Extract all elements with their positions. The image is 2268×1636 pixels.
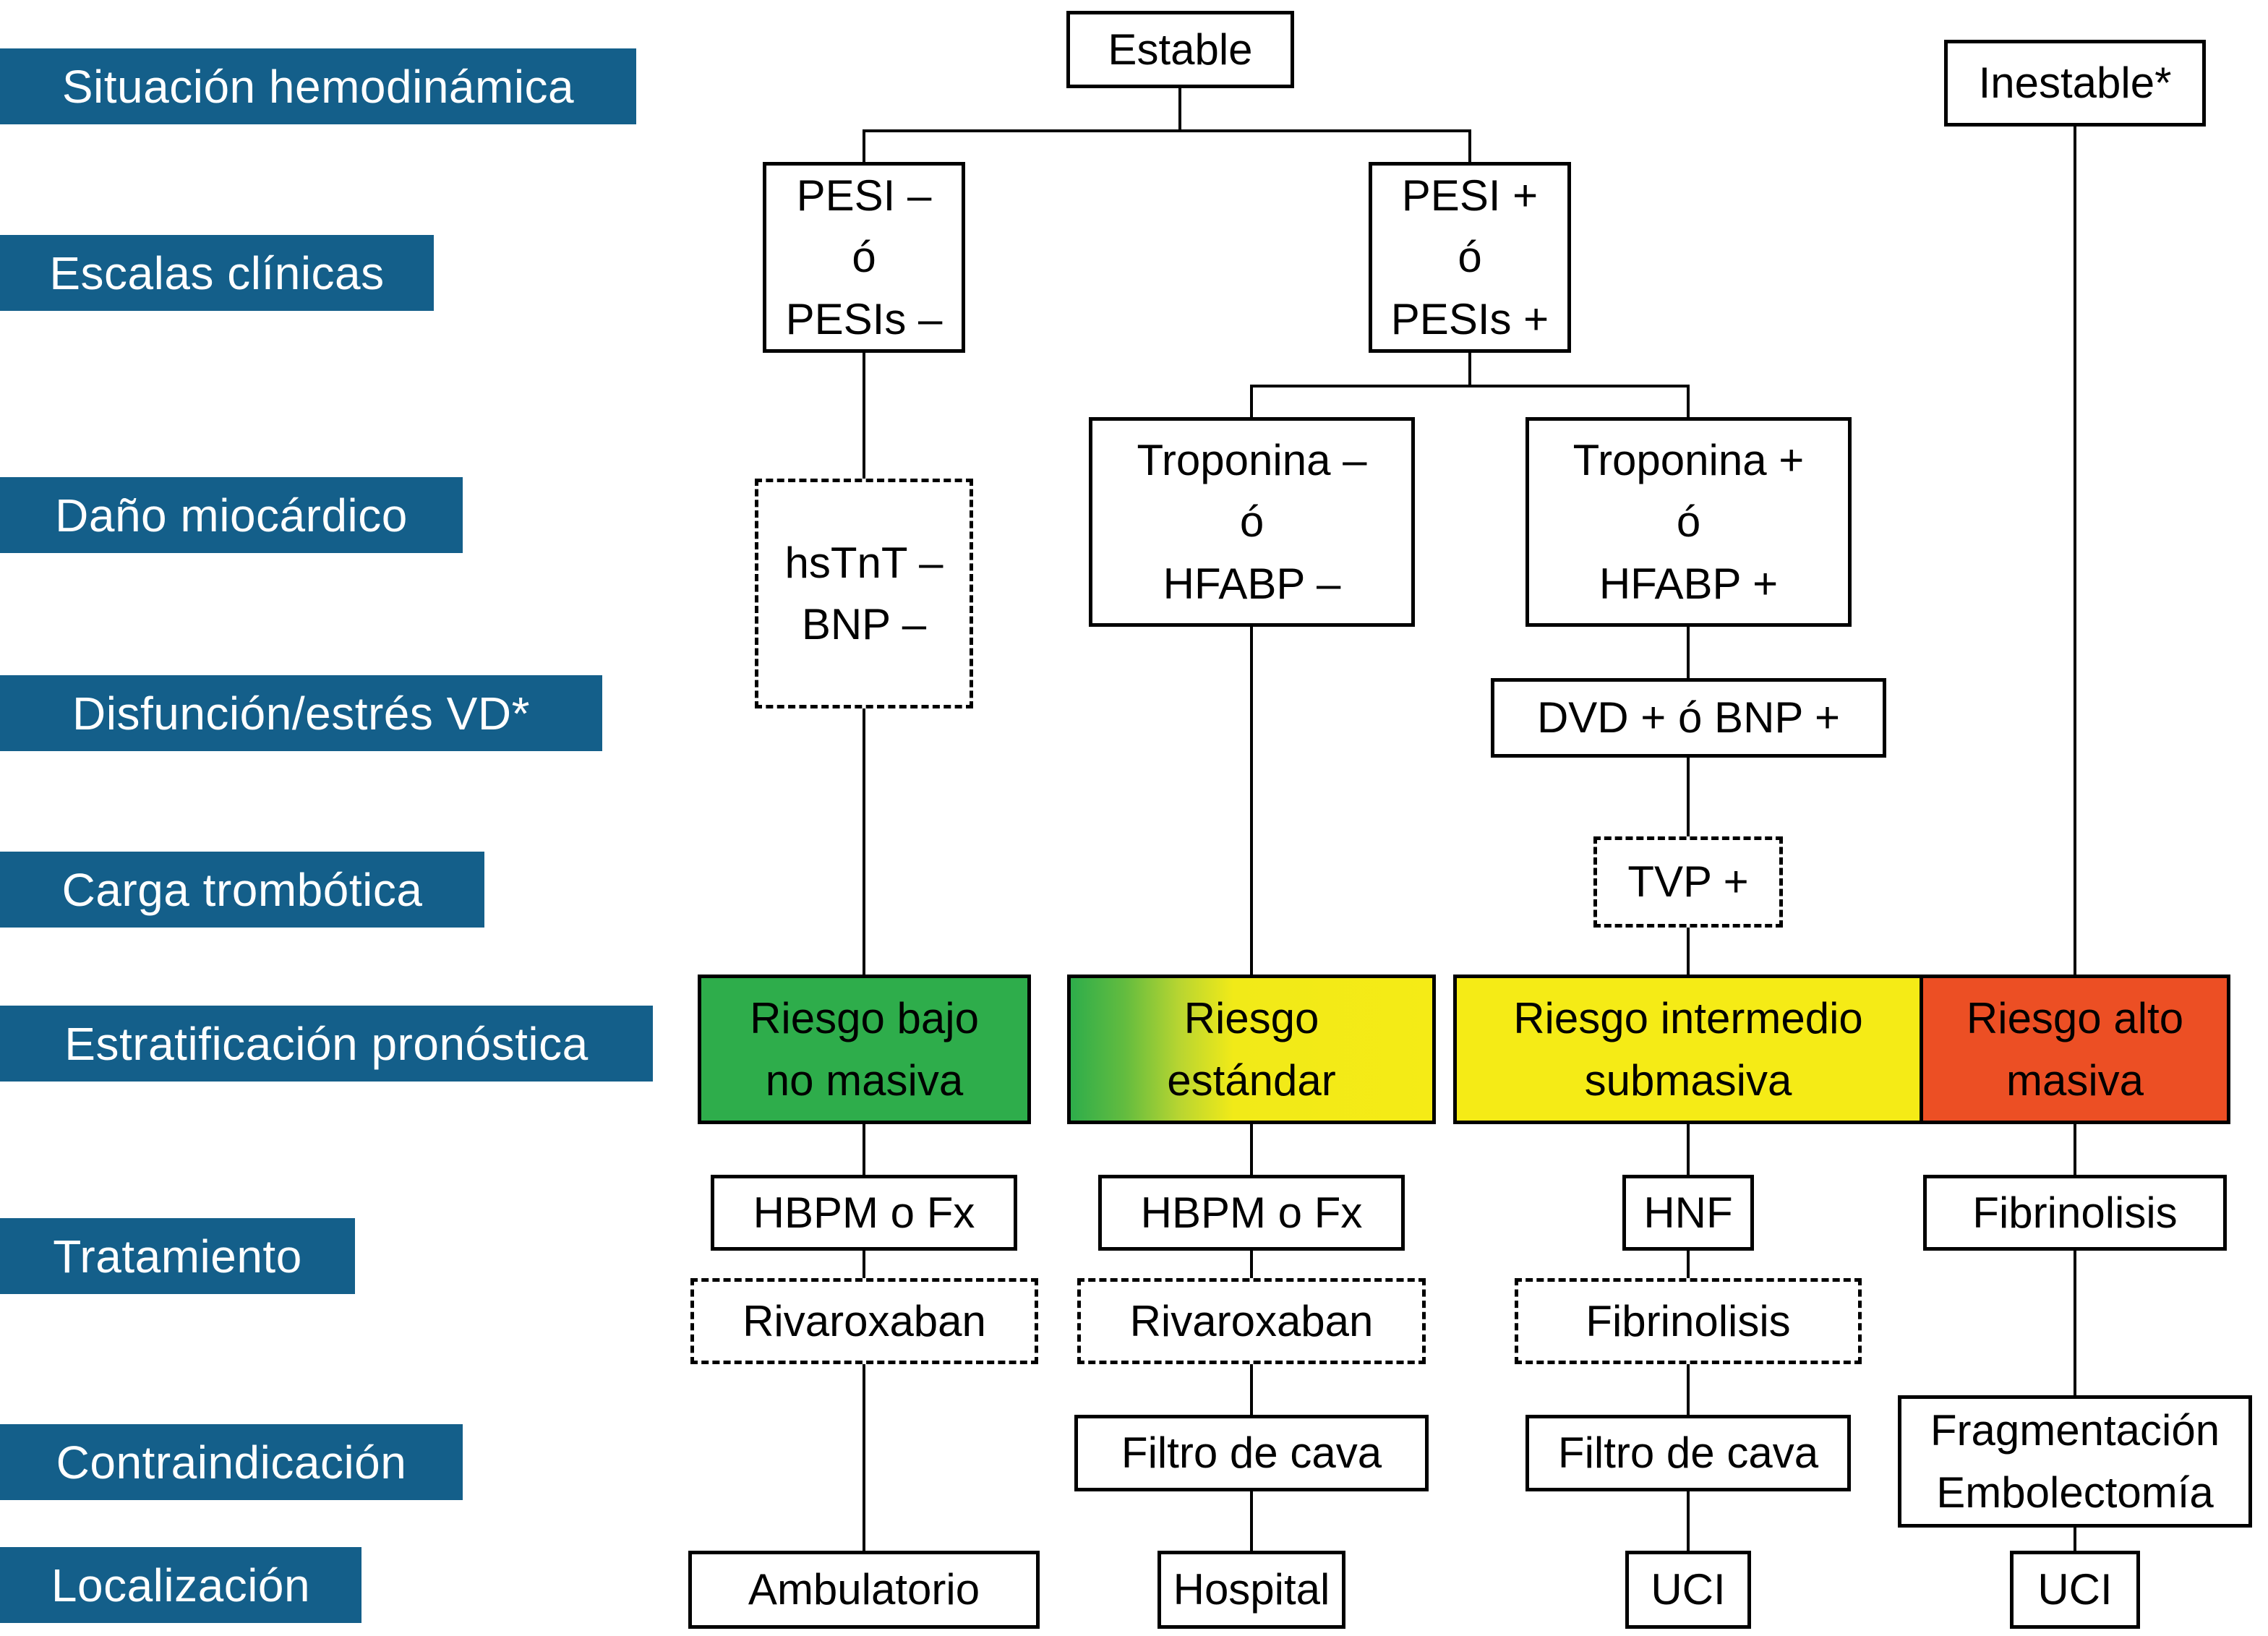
node-pesi-negative: PESI – ó PESIs –: [763, 162, 965, 353]
node-hospital: Hospital: [1157, 1551, 1345, 1629]
node-dvd-bnp-positive: DVD + ó BNP +: [1491, 678, 1886, 758]
node-pesi-positive: PESI + ó PESIs +: [1369, 162, 1571, 353]
node-uci-col4: UCI: [2010, 1551, 2140, 1629]
node-riesgo-bajo-no-masiva: Riesgo bajo no masiva: [698, 975, 1031, 1124]
connector-riesgoalto-fibrinolisis: [2074, 1124, 2076, 1175]
node-troponina-positive: Troponina + ó HFABP +: [1525, 417, 1852, 627]
connector-tvp-riesgointermedio: [1687, 928, 1690, 975]
node-filtro-de-cava-col3: Filtro de cava: [1525, 1415, 1851, 1491]
connector-hstnt-riesgobajo: [863, 708, 865, 975]
node-rivaroxaban-col2: Rivaroxaban: [1077, 1278, 1426, 1364]
connector-pesineg-hstnt: [863, 353, 865, 479]
row-label-escalas-clinicas: Escalas clínicas: [0, 235, 434, 311]
connector-estable-split: [863, 129, 1471, 132]
connector-pesipos-split: [1250, 385, 1690, 387]
node-fibrinolisis-col4: Fibrinolisis: [1923, 1175, 2227, 1251]
node-rivaroxaban-col1: Rivaroxaban: [690, 1278, 1038, 1364]
node-hnf: HNF: [1622, 1175, 1754, 1251]
connector-split-tropneg: [1250, 385, 1253, 417]
row-label-estratificacion-pronostica: Estratificación pronóstica: [0, 1006, 653, 1082]
node-fibrinolisis-col3-dashed: Fibrinolisis: [1515, 1278, 1862, 1364]
row-label-dano-miocardico: Daño miocárdico: [0, 477, 463, 553]
connector-split-troppos: [1687, 385, 1690, 417]
node-hbpm-fx-col2: HBPM o Fx: [1098, 1175, 1405, 1251]
connector-split-pesi-neg: [863, 129, 865, 162]
row-label-localizacion: Localización: [0, 1547, 361, 1623]
node-tvp-positive: TVP +: [1593, 836, 1783, 928]
node-riesgo-alto-masiva: Riesgo alto masiva: [1920, 975, 2230, 1124]
row-label-contraindicacion: Contraindicación: [0, 1424, 463, 1500]
connector-split-pesi-pos: [1468, 129, 1471, 162]
connector-tropneg-riesgoestandar: [1250, 627, 1253, 975]
connector-filtro-hospital: [1250, 1491, 1253, 1551]
row-label-tratamiento: Tratamiento: [0, 1218, 355, 1294]
connector-rivaroxaban-filtro: [1250, 1364, 1253, 1415]
connector-troppos-dvd: [1687, 627, 1690, 678]
connector-riesgobajo-hbpm: [863, 1124, 865, 1175]
connector-hbpm1-rivaroxaban: [863, 1251, 865, 1278]
node-ambulatorio: Ambulatorio: [688, 1551, 1040, 1629]
node-hstnt-bnp-negative: hsTnT – BNP –: [755, 479, 973, 708]
node-fragmentacion-embolectomia: Fragmentación Embolectomía: [1898, 1395, 2252, 1528]
node-troponina-negative: Troponina – ó HFABP –: [1089, 417, 1415, 627]
row-label-carga-trombotica: Carga trombótica: [0, 852, 484, 928]
connector-fragmentacion-uci: [2074, 1528, 2076, 1551]
connector-fibrinolisis-fragmentacion: [2074, 1251, 2076, 1395]
node-inestable: Inestable*: [1944, 40, 2206, 127]
connector-dvd-tvp: [1687, 758, 1690, 836]
node-riesgo-intermedio-submasiva: Riesgo intermedio submasiva: [1453, 975, 1923, 1124]
connector-estable-down: [1178, 88, 1181, 129]
node-uci-col3: UCI: [1625, 1551, 1751, 1629]
row-label-situacion-hemodinamica: Situación hemodinámica: [0, 48, 636, 124]
connector-hnf-fibrinolisis: [1687, 1251, 1690, 1278]
connector-inestable-riesgoalto: [2074, 127, 2076, 975]
connector-riesgointermedio-hnf: [1687, 1124, 1690, 1175]
connector-riesgoestandar-hbpm: [1250, 1124, 1253, 1175]
row-label-disfuncion-estres-vd: Disfunción/estrés VD*: [0, 675, 602, 751]
node-hbpm-fx-col1: HBPM o Fx: [711, 1175, 1017, 1251]
connector-hbpm2-rivaroxaban: [1250, 1251, 1253, 1278]
node-riesgo-estandar: Riesgo estándar: [1067, 975, 1436, 1124]
connector-pesipos-down: [1468, 353, 1471, 385]
connector-rivaroxaban-ambulatorio: [863, 1364, 865, 1551]
node-filtro-de-cava-col2: Filtro de cava: [1074, 1415, 1429, 1491]
node-estable: Estable: [1066, 11, 1294, 88]
connector-fibrinolisis-filtro: [1687, 1364, 1690, 1415]
connector-filtro-uci: [1687, 1491, 1690, 1551]
